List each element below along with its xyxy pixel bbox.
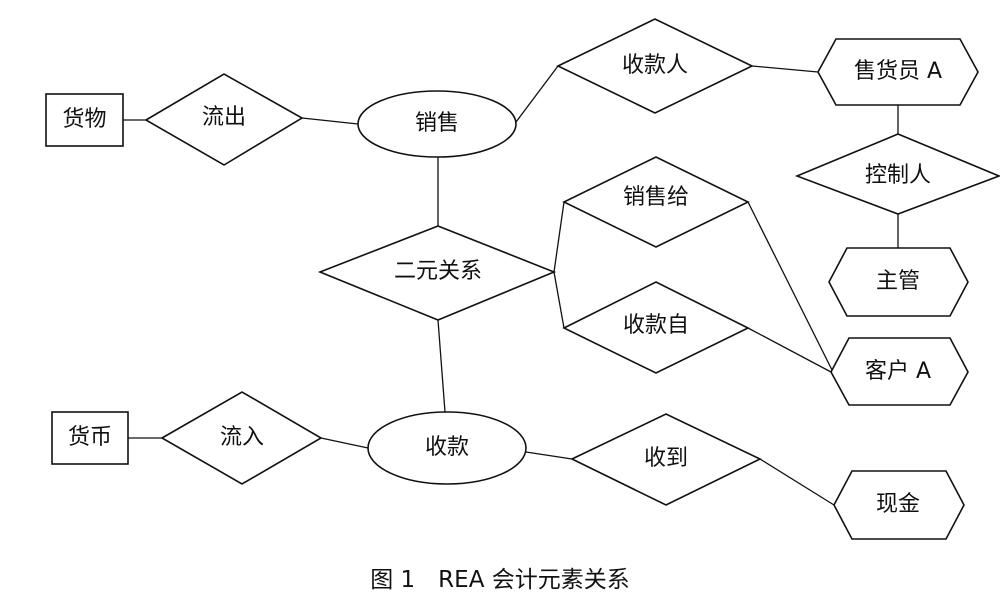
edge-soldto-customer [747, 201, 834, 373]
relation-payee-label: 收款人 [622, 53, 688, 78]
relation-received-label: 收到 [644, 446, 688, 471]
relation-payee: 收款人 [556, 18, 754, 114]
event-sales: 销售 [357, 90, 517, 158]
edge-outflow-sales [301, 117, 359, 125]
edge-receivedfrom-customer [747, 327, 832, 373]
edge-payee-salesperson [751, 65, 819, 73]
event-collection: 收款 [367, 411, 527, 485]
relation-binary-label: 二元关系 [394, 259, 482, 284]
figure-caption: 图 1 REA 会计元素关系 [370, 567, 630, 593]
relation-controller-label: 控制人 [865, 163, 931, 188]
edge-inflow-collection [320, 437, 369, 449]
relation-inflow-label: 流入 [220, 425, 264, 450]
agent-customer-a-label: 客户 A [865, 359, 931, 384]
relation-received-from: 收款自 [562, 281, 750, 374]
relation-received-from-label: 收款自 [623, 313, 689, 338]
event-sales-label: 销售 [415, 111, 459, 136]
relation-outflow: 流出 [144, 73, 304, 166]
relation-controller: 控制人 [794, 133, 1000, 215]
edge-received-cash [759, 458, 835, 506]
relation-received: 收到 [570, 413, 762, 506]
entity-goods-label: 货物 [62, 107, 106, 132]
relation-sold-to: 销售给 [562, 156, 750, 248]
entity-currency: 货币 [51, 411, 129, 465]
relation-binary: 二元关系 [317, 225, 557, 321]
agent-customer-a: 客户 A [830, 337, 969, 406]
relation-inflow: 流入 [160, 391, 323, 485]
entity-goods: 货物 [45, 93, 124, 147]
agent-supervisor-label: 主管 [876, 269, 920, 294]
relation-outflow-label: 流出 [202, 105, 246, 130]
event-collection-label: 收款 [425, 435, 469, 460]
edges [123, 65, 899, 506]
edge-binary-soldto [553, 201, 565, 273]
agent-supervisor: 主管 [828, 247, 969, 317]
edge-binary-collection [437, 319, 446, 413]
edge-collection-received [525, 451, 573, 460]
entity-currency-label: 货币 [68, 425, 112, 450]
edge-binary-receivedfrom [553, 271, 565, 329]
resource-cash: 现金 [833, 470, 965, 540]
relation-sold-to-label: 销售给 [623, 185, 689, 210]
edge-sales-payee [515, 65, 559, 123]
agent-salesperson-a: 售货员 A [817, 38, 979, 106]
agent-salesperson-a-label: 售货员 A [854, 59, 942, 84]
resource-cash-label: 现金 [876, 492, 920, 517]
